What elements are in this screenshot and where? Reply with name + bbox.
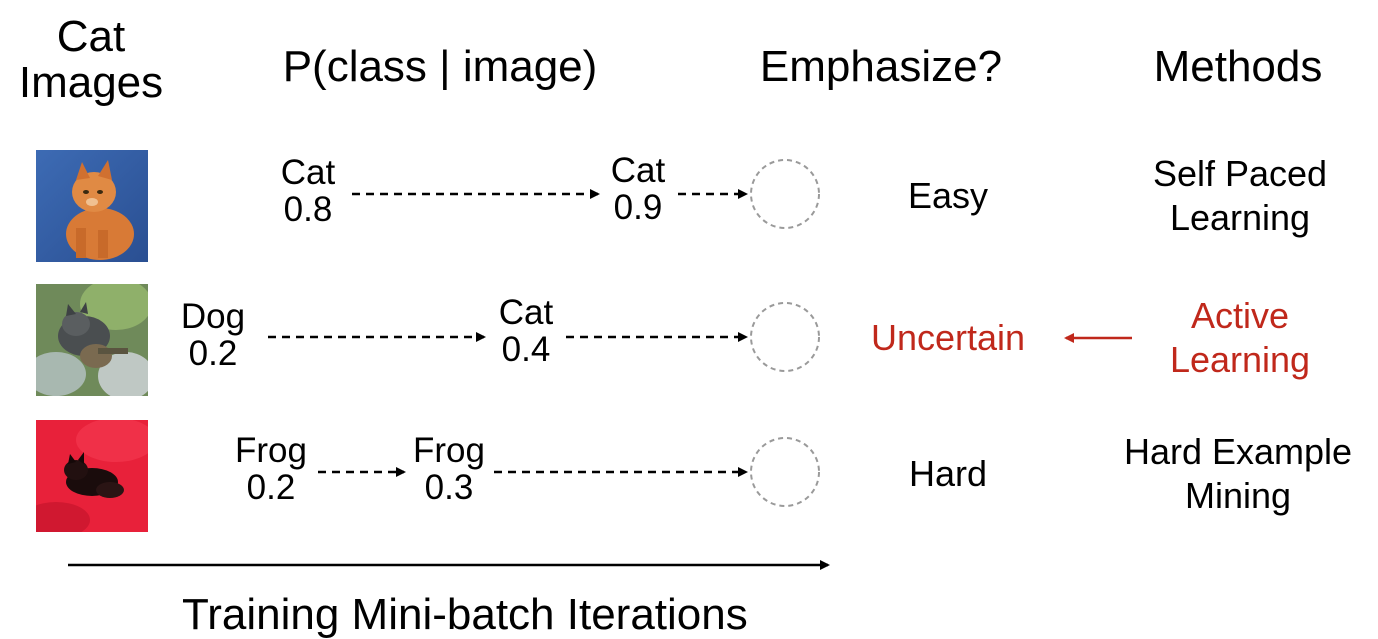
header-images-line1: Cat	[56, 12, 126, 61]
row2-second-prob: 0.4	[501, 330, 551, 369]
row1-difficulty: Easy	[907, 175, 989, 216]
row2-difficulty: Uncertain	[870, 317, 1026, 358]
row1-first-prob: 0.8	[283, 190, 333, 229]
cat-image-hard	[36, 420, 148, 532]
row3-method-line2: Mining	[1184, 475, 1292, 516]
header-emphasize: Emphasize?	[759, 42, 1003, 91]
row1-second-prediction: Cat 0.9	[598, 152, 678, 226]
cat-image-uncertain	[36, 284, 148, 396]
row1-emphasis-circle	[750, 159, 820, 229]
row1-method: Self Paced Learning	[1106, 152, 1374, 240]
row3-emphasis-circle	[750, 437, 820, 507]
row1-second-class: Cat	[610, 151, 666, 190]
red-background-cat-photo-icon	[36, 420, 148, 532]
row1-first-prediction: Cat 0.8	[268, 154, 348, 228]
kitten-photo-icon	[36, 150, 148, 262]
header-methods: Methods	[1153, 42, 1323, 91]
row3-first-class: Frog	[235, 431, 307, 470]
row1-method-line1: Self Paced	[1152, 153, 1328, 194]
row1-method-line2: Learning	[1169, 197, 1311, 238]
row2-method-line2: Learning	[1169, 339, 1311, 380]
row3-second-prob: 0.3	[424, 468, 474, 507]
row1-first-class: Cat	[280, 153, 336, 192]
training-axis-label: Training Mini-batch Iterations	[182, 590, 748, 639]
row2-second-class: Cat	[498, 293, 554, 332]
outdoor-cat-photo-icon	[36, 284, 148, 396]
row2-emphasis-circle	[750, 302, 820, 372]
header-images: Cat Images	[10, 14, 172, 106]
row3-second-prediction: Frog 0.3	[402, 432, 496, 506]
header-images-line2: Images	[18, 58, 164, 107]
row2-first-prob: 0.2	[188, 334, 238, 373]
row2-method-line1: Active	[1190, 295, 1290, 336]
row3-method-line1: Hard Example	[1123, 431, 1353, 472]
header-probability: P(class | image)	[282, 42, 598, 91]
row2-first-class: Dog	[180, 297, 246, 336]
row3-second-class: Frog	[413, 431, 485, 470]
row1-second-prob: 0.9	[613, 188, 663, 227]
row3-method: Hard Example Mining	[1100, 430, 1376, 518]
cat-image-easy	[36, 150, 148, 262]
row2-second-prediction: Cat 0.4	[484, 294, 568, 368]
row3-first-prob: 0.2	[246, 468, 296, 507]
row3-difficulty: Hard	[908, 453, 988, 494]
row3-first-prediction: Frog 0.2	[224, 432, 318, 506]
row2-method: Active Learning	[1106, 294, 1374, 382]
row2-first-prediction: Dog 0.2	[168, 298, 258, 372]
